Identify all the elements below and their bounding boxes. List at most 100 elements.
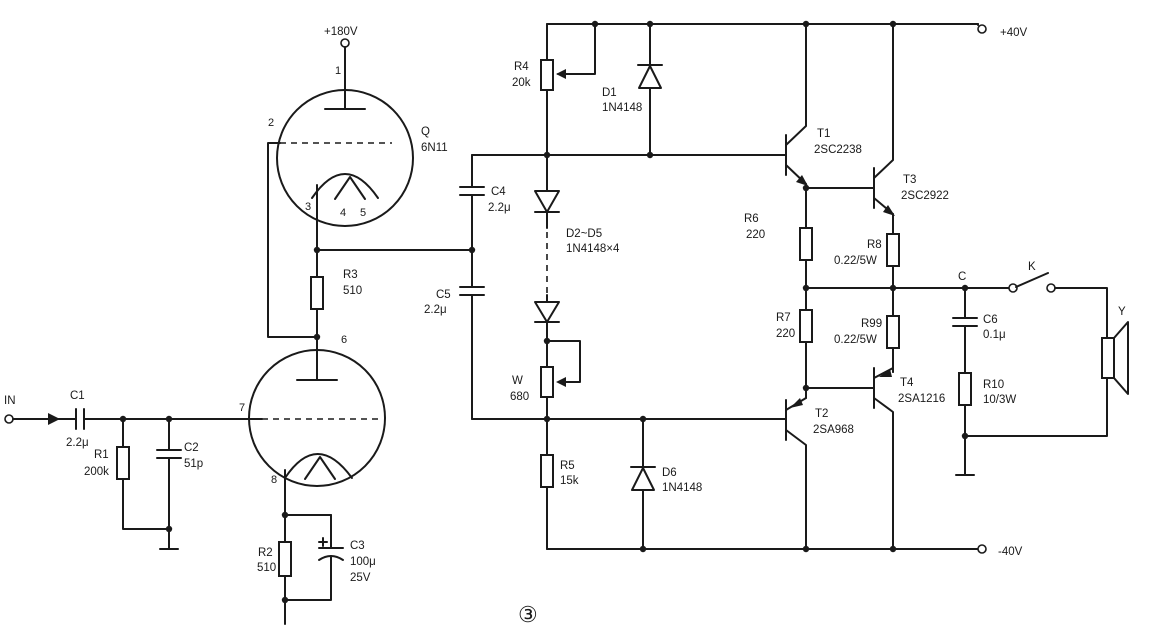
r2-ref: R2	[258, 547, 273, 559]
r6-value: 220	[746, 229, 765, 241]
resistor-r7: R7 220	[776, 309, 813, 343]
lower-heater	[304, 456, 336, 480]
r7-ref: R7	[776, 312, 791, 324]
supply-40v-pos-label: +40V	[1000, 27, 1028, 39]
r1-value: 200k	[84, 466, 109, 478]
t1-value: 2SC2238	[814, 144, 862, 156]
lower-plate	[296, 349, 338, 381]
supply-40v-pos-terminal	[977, 24, 987, 34]
transistor-t3: T3 2SC2922	[873, 23, 949, 216]
supply-40v-neg-label: -40V	[998, 546, 1023, 558]
t3-value: 2SC2922	[901, 190, 949, 202]
output-node-c-label: C	[958, 271, 966, 283]
r4-wiper-arrow-icon	[556, 69, 566, 79]
resistor-r6: R6 220	[744, 213, 813, 261]
capacitor-c1: C1 2.2μ	[66, 390, 89, 449]
c2-value: 51p	[184, 458, 203, 470]
d1-ref: D1	[602, 87, 617, 99]
junction-dot	[639, 415, 647, 423]
t3-ref: T3	[903, 174, 916, 186]
pin-5-label: 5	[360, 207, 366, 219]
capacitor-c6: C6 0.1μ	[952, 314, 1006, 341]
transistor-t4: T4 2SA1216	[873, 367, 945, 550]
resistor-r5: R5 15k	[540, 454, 579, 488]
c6-ref: C6	[983, 314, 998, 326]
r7-value: 220	[776, 328, 795, 340]
t2-value: 2SA968	[813, 424, 854, 436]
switch-k: K	[1008, 261, 1056, 293]
junction-dot	[646, 151, 654, 159]
pin-8-label: 8	[271, 474, 277, 486]
potentiometer-w: W 680	[510, 340, 581, 403]
c3-rating: 25V	[350, 572, 371, 584]
r6-ref: R6	[744, 213, 759, 225]
r10-value: 10/3W	[983, 394, 1016, 406]
supply-180v-label: +180V	[324, 26, 358, 38]
c5-value: 2.2μ	[424, 304, 447, 316]
c5-ref: C5	[436, 289, 451, 301]
pin-6-label: 6	[341, 334, 347, 346]
capacitor-c2: C2 51p	[156, 442, 203, 470]
d25-value: 1N4148×4	[566, 243, 620, 255]
r1-ref: R1	[94, 449, 109, 461]
w-ref: W	[512, 375, 523, 387]
speaker-y: Y	[1101, 306, 1129, 395]
c4-ref: C4	[491, 186, 506, 198]
c3-value: 100μ	[350, 556, 376, 568]
r10-ref: R10	[983, 379, 1004, 391]
w-wiper-arrow-icon	[556, 377, 566, 387]
capacitor-c5: C5 2.2μ	[424, 286, 485, 316]
r99-ref: R99	[861, 318, 882, 330]
upper-cathode	[311, 173, 379, 199]
pin-3-label: 3	[305, 201, 311, 213]
t2-ref: T2	[815, 408, 828, 420]
pin-2-label: 2	[268, 117, 274, 129]
triode-upper: Q 6N11	[276, 89, 448, 227]
transistor-t1: T1 2SC2238	[785, 23, 862, 186]
speaker-y-label: Y	[1118, 306, 1126, 318]
t4-value: 2SA1216	[898, 393, 945, 405]
c3-ref: C3	[350, 540, 365, 552]
pin-7-label: 7	[239, 402, 245, 414]
r2-value: 510	[257, 562, 276, 574]
junction-dot	[543, 151, 551, 159]
input-terminal	[4, 414, 14, 424]
c4-value: 2.2μ	[488, 202, 511, 214]
resistor-r99: R99 0.22/5W	[834, 315, 900, 349]
r5-value: 15k	[560, 475, 579, 487]
d6-ref: D6	[662, 467, 677, 479]
supply-40v-neg-terminal	[977, 544, 987, 554]
pin-1-label: 1	[335, 65, 341, 77]
resistor-r10: R10 10/3W	[958, 372, 1016, 406]
tube-name: Q	[421, 126, 430, 138]
r99-value: 0.22/5W	[834, 334, 877, 346]
capacitor-c4: C4 2.2μ	[459, 186, 511, 214]
c1-value: 2.2μ	[66, 437, 89, 449]
junction-dot	[281, 596, 289, 604]
figure-number: ③	[518, 603, 538, 628]
diode-string-d2-d5: D2~D5 1N4148×4	[534, 190, 620, 323]
t4-ref: T4	[900, 377, 914, 389]
r5-ref: R5	[560, 460, 575, 472]
d25-ref: D2~D5	[566, 228, 602, 240]
r4-value: 20k	[512, 77, 531, 89]
t1-ref: T1	[817, 128, 830, 140]
d6-value: 1N4148	[662, 482, 702, 494]
d1-value: 1N4148	[602, 102, 642, 114]
upper-heater	[334, 176, 366, 200]
resistor-r3: R3 510	[310, 269, 362, 310]
resistor-r8: R8 0.22/5W	[834, 233, 900, 267]
c2-ref: C2	[184, 442, 199, 454]
r8-ref: R8	[867, 239, 882, 251]
c6-value: 0.1μ	[983, 329, 1006, 341]
input-arrow-icon	[48, 413, 60, 425]
supply-180v-terminal	[340, 38, 350, 48]
pin-4-label: 4	[340, 207, 346, 219]
capacitor-c3: C3 100μ 25V	[318, 537, 376, 584]
transistor-t2: T2 2SA968	[785, 397, 854, 550]
c3-plus-icon	[318, 537, 328, 547]
r3-value: 510	[343, 285, 362, 297]
resistor-r1: R1 200k	[84, 446, 130, 480]
c1-ref: C1	[70, 390, 85, 402]
